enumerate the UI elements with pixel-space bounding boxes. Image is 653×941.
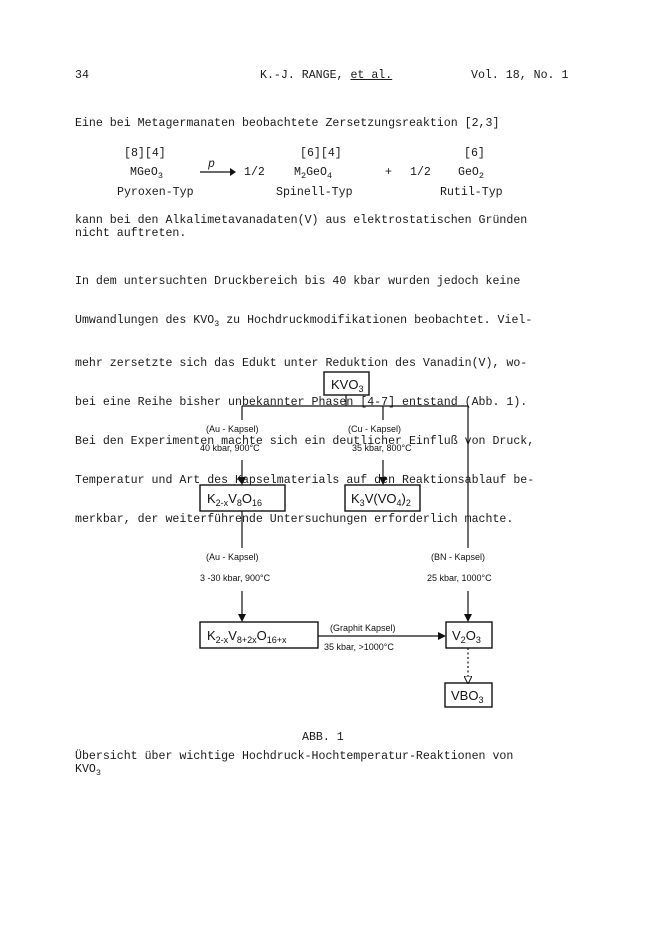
plus-sign: + [385,166,392,179]
page-number: 34 [75,69,89,82]
au2-cond: 3 -30 kbar, 900°C [200,573,271,583]
type-mid: Spinell-Typ [276,186,353,199]
au1-cond: 40 kbar, 900°C [200,443,260,453]
paragraph-1: kann bei den Alkalimetavanadaten(V) aus … [75,214,528,240]
coord-left: [8][4] [124,147,166,160]
cu-cond: 35 kbar, 800°C [352,443,412,453]
cu-label: (Cu - Kapsel) [348,424,401,434]
k2vx-box [199,621,319,649]
vbo3-text: VBO3 [451,688,483,705]
k3vvo4-text: K3V(VO4)2 [351,491,411,508]
coord-mid: [6][4] [300,147,342,160]
au1-label: (Au - Kapsel) [206,424,259,434]
caption-line-2: KVO3 [75,763,101,778]
graphit-cond: 35 kbar, >1000°C [324,642,394,652]
product2-formula: GeO2 [458,166,484,181]
bn-label: (BN - Kapsel) [431,552,485,562]
v2o3-box [445,621,493,649]
coef1: 1/2 [244,166,265,179]
caption-line-1: Übersicht über wichtige Hochdruck-Hochte… [75,750,514,763]
v2o3-text: V2O3 [452,628,481,645]
coord-right: [6] [464,147,485,160]
figure-label: ABB. 1 [302,731,344,744]
authors-prefix: K.-J. RANGE, [260,69,351,82]
running-head-authors: K.-J. RANGE, et al. [260,69,392,82]
au2-label: (Au - Kapsel) [206,552,259,562]
reaction-arrow [200,168,236,176]
volume-info: Vol. 18, No. 1 [471,69,569,82]
paragraph-2: In dem untersuchten Druckbereich bis 40 … [75,275,535,526]
bn-cond: 25 kbar, 1000°C [427,573,492,583]
k2v8o16-text: K2-xV8O16 [207,491,262,508]
vbo3-box [444,682,493,708]
arrow-label: p [208,158,215,171]
kvo3-text: KVO3 [331,377,363,394]
authors-et-al: et al. [350,69,393,82]
type-right: Rutil-Typ [440,186,503,199]
k2vx-text: K2-xV8+2xO16+x [207,628,287,645]
intro-line: Eine bei Metagermanaten beobachtete Zers… [75,117,500,130]
reactant-formula: MGeO3 [130,166,163,181]
type-left: Pyroxen-Typ [117,186,194,199]
k3vvo4-box [344,484,421,512]
product1-formula: M2GeO4 [294,166,333,181]
graphit-label: (Graphit Kapsel) [330,623,396,633]
coef2: 1/2 [410,166,431,179]
